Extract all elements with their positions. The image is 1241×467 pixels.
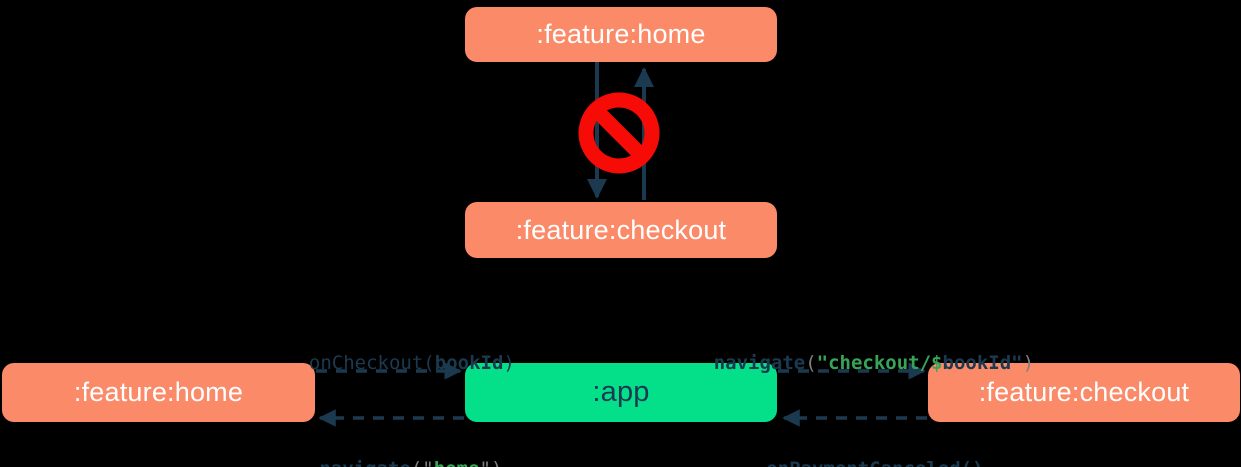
module-label: :feature:checkout [978, 377, 1190, 407]
module-label: :feature:home [73, 377, 244, 407]
code-token: ") [480, 458, 503, 467]
code-token: ( [805, 352, 817, 374]
module-box-app: :app [465, 363, 777, 422]
no-entry-icon [578, 92, 660, 174]
code-token: ) [503, 352, 515, 374]
module-box-feature-home-top: :feature:home [465, 7, 777, 62]
module-box-feature-checkout: :feature:checkout [928, 363, 1240, 422]
module-label: :feature:checkout [515, 214, 727, 245]
code-token: bookId [434, 352, 504, 374]
code-token: home [434, 458, 480, 467]
label-on-checkout: onCheckout(bookId) [263, 330, 515, 396]
code-token: (" [411, 458, 434, 467]
code-token: onPaymentCanceled() [766, 458, 983, 467]
code-token: " [1011, 352, 1023, 374]
module-box-feature-home: :feature:home [2, 363, 315, 422]
no-entry-circle [578, 92, 660, 174]
code-token: bookId [942, 352, 1012, 374]
module-label: :feature:home [536, 19, 706, 49]
code-token: navigate [319, 458, 411, 467]
module-box-feature-checkout-top: :feature:checkout [465, 202, 777, 258]
label-on-payment-canceled: onPaymentCanceled() [720, 436, 983, 467]
code-token: navigate [713, 352, 806, 374]
label-navigate-home: navigate("home") [274, 436, 503, 467]
code-token: onCheckout( [308, 352, 435, 374]
no-entry-slash [590, 104, 648, 162]
code-token: ) [1022, 352, 1035, 374]
code-token: "checkout/$ [816, 352, 943, 374]
module-label: :app [592, 376, 650, 408]
label-navigate-checkout: navigate("checkout/$bookId") [668, 330, 1034, 396]
